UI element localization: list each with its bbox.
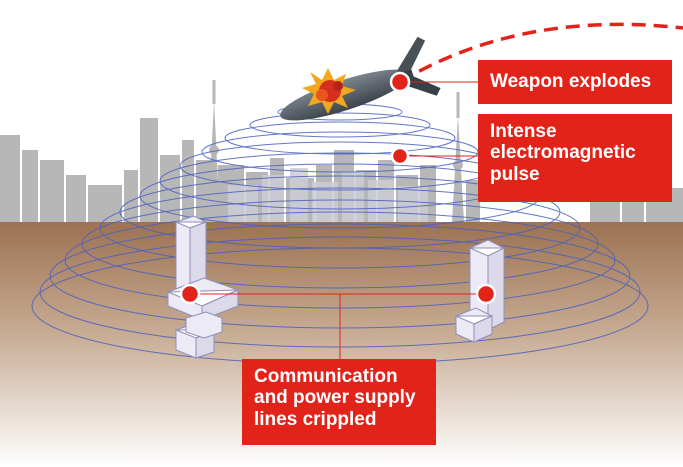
connector-lines [190,81,486,359]
label-weapon-explodes: Weapon explodes [478,60,672,104]
marker-dot-icon [179,283,201,305]
bomb-icon [280,36,441,121]
label-text: Intense [490,121,557,142]
building-icon [455,239,505,343]
explosion-icon [302,68,356,114]
label-text: lines crippled [254,408,377,430]
label-text: pulse [490,163,540,185]
marker-dot-icon [390,146,410,166]
marker-dots [179,71,497,305]
building-icon [167,215,239,359]
label-text: electromagnetic [490,142,636,164]
label-lines-crippled: Communication and power supply lines cri… [242,359,436,445]
label-electromagnetic-pulse: Intense electromagnetic pulse [478,114,672,202]
label-text: and power supply [254,387,416,409]
label-text: Weapon explodes [490,71,652,92]
marker-dot-icon [389,71,411,93]
marker-dot-icon [475,283,497,305]
trajectory-line [399,22,683,84]
label-text: Communication [254,366,398,387]
